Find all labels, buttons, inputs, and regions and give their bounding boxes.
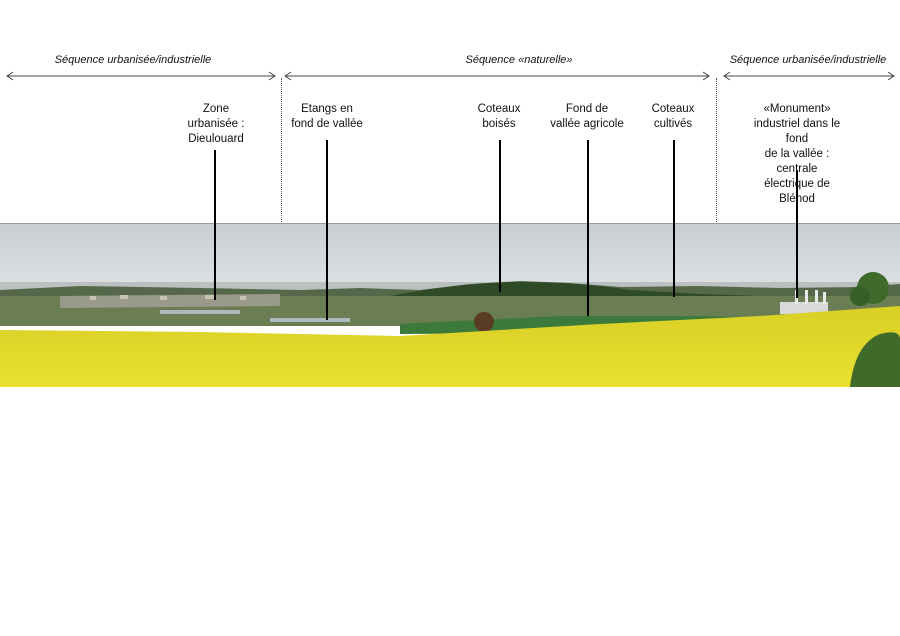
annotation-coteaux-boises: Coteaux boisés <box>477 103 521 130</box>
annotation-dieulouard: Zone urbanisée : Dieulouard <box>187 103 245 145</box>
sequence-arrow-urban-right <box>723 69 895 83</box>
leader-centrale-blenod <box>796 170 798 298</box>
annotation-fond-agricole: Fond de vallée agricole <box>550 103 624 130</box>
panorama-photo <box>0 223 900 387</box>
leader-coteaux-boises <box>499 140 501 292</box>
sequence-label-natural: Séquence «naturelle» <box>465 54 573 66</box>
annotation-coteaux-cultives: Coteaux cultivés <box>651 103 695 130</box>
annotation-etangs: Etangs en fond de vallée <box>291 103 363 130</box>
sequence-arrow-urban-left <box>6 69 276 83</box>
lone-tree <box>474 312 494 332</box>
bush-right <box>850 332 900 387</box>
sequence-label-urban-right: Séquence urbanisée/industrielle <box>729 54 887 66</box>
leader-etangs <box>326 140 328 320</box>
town-dieulouard <box>60 294 280 308</box>
sequence-label-urban-left: Séquence urbanisée/industrielle <box>54 54 212 66</box>
annotation-centrale-blenod: «Monument» industriel dans le fond de la… <box>753 103 841 205</box>
sequence-divider-left <box>281 78 282 282</box>
sequence-divider-right <box>716 78 717 282</box>
sequence-arrow-natural <box>284 69 710 83</box>
leader-dieulouard <box>214 150 216 300</box>
rapeseed-field <box>0 306 900 387</box>
pond-1 <box>160 310 240 314</box>
leader-coteaux-cultives <box>673 140 675 297</box>
pond-2 <box>270 318 350 322</box>
leader-fond-agricole <box>587 140 589 316</box>
